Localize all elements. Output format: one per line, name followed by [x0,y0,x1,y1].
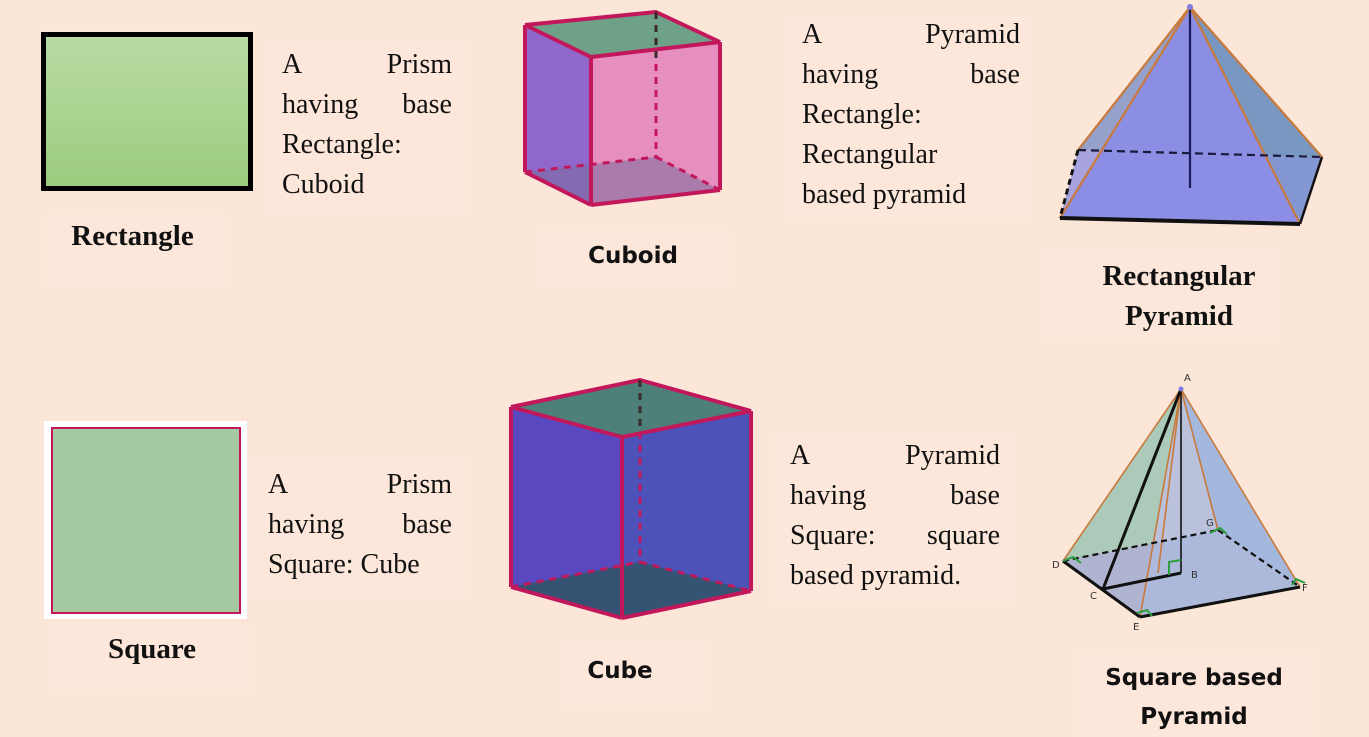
point-label-f: F [1302,583,1308,594]
sq-pyramid-caption-panel [1076,650,1316,737]
cube-left-face [511,407,622,618]
desc-word: Cuboid [282,169,365,200]
cuboid-caption: Cuboid [588,243,678,269]
desc-word: base [402,89,452,120]
square-caption: Square [107,633,197,665]
rectangle-shape [41,32,253,191]
rectangle-caption-panel [44,212,228,290]
desc-word: having [790,480,867,511]
sq-pyramid-caption-line2: Pyramid [1140,704,1248,730]
rect-pyramid-caption-panel [1040,246,1280,341]
desc-word: having [268,509,345,540]
point-label-c: C [1090,591,1097,602]
sq-pyramid-description-panel [770,430,1018,606]
rect-pyramid-front-face [1060,7,1300,224]
cuboid-description: A Prism having base Rectangle: Cuboid [282,45,452,205]
rect-pyramid-description: A Pyramid having base Rectangle: Rectangul… [802,15,1020,215]
desc-word: Pyramid [905,440,1000,471]
desc-word: Prism [386,49,452,80]
rectangle-caption: Rectangle [71,220,194,252]
rect-pyramid-caption-line1: Rectangular [1102,260,1256,292]
cube-caption-panel [560,640,710,710]
desc-word: A [790,440,811,471]
cube-caption: Cube [587,658,653,684]
cuboid-bottom-face [525,157,720,205]
desc-word: based pyramid [802,179,967,210]
desc-word: Square: Cube [268,549,420,580]
point-label-a: A [1184,373,1191,384]
rect-pyramid-caption: Rectangular Pyramid [1060,256,1298,336]
point-label-e: E [1133,622,1139,633]
point-label-g: G [1206,518,1214,529]
sq-pyramid-caption: Square based Pyramid [1086,659,1302,737]
cuboid-left-face [525,25,591,205]
sq-pyramid-caption-line1: Square based [1105,665,1283,691]
desc-word: square [926,520,1000,551]
desc-word: base [402,509,452,540]
desc-word: Prism [386,469,452,500]
desc-word: based pyramid. [790,560,962,591]
desc-word: A [802,19,823,50]
cuboid-description-panel [262,38,470,218]
desc-word: base [970,59,1020,90]
desc-word: Pyramid [925,19,1020,50]
rect-pyramid-description-panel [782,14,1032,220]
square-shape [51,427,241,614]
desc-word: base [950,480,1000,511]
desc-word: Rectangular [802,139,938,170]
desc-word: Square: [790,520,876,551]
cube-description: A Prism having base Square: Cube [268,465,452,585]
rect-pyramid-caption-line2: Pyramid [1125,300,1233,332]
point-label-d: D [1052,560,1060,571]
desc-word: having [282,89,359,120]
desc-word: A [268,469,289,500]
sq-pyramid-description: A Pyramid having base Square: square based … [790,436,1000,596]
cube-description-panel [248,456,468,602]
desc-word: A [282,49,303,80]
cuboid-caption-panel [535,228,731,290]
desc-word: Rectangle: [802,99,922,130]
desc-word: having [802,59,879,90]
square-caption-panel [48,624,252,694]
desc-word: Rectangle: [282,129,402,160]
point-label-b: B [1191,570,1198,581]
